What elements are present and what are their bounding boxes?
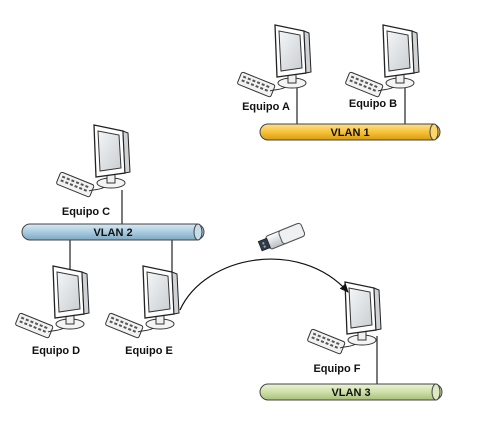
computer-equipo-d: Equipo D [14,265,90,357]
equipo-d-label: Equipo D [32,345,80,357]
equipo-a-label: Equipo A [242,101,290,113]
vlan3-label: VLAN 3 [331,387,370,399]
vlan1-bus: VLAN 1 [259,123,441,141]
vlan3-bus: VLAN 3 [259,383,443,401]
computer-icon [306,281,382,355]
vlan2-label: VLAN 2 [93,227,132,239]
computer-icon [104,265,180,339]
computer-icon [344,24,420,98]
computer-equipo-e: Equipo E [104,265,180,357]
equipo-b-label: Equipo B [349,98,397,110]
computer-icon [55,124,131,198]
computer-equipo-f: Equipo F [306,281,382,375]
transfer-arrow [179,258,349,311]
computer-equipo-b: Equipo B [344,24,420,110]
usb-drive-icon [257,222,306,252]
equipo-e-label: Equipo E [125,345,173,357]
vlan1-label: VLAN 1 [330,127,369,139]
vlan2-bus: VLAN 2 [21,223,205,241]
computer-icon [236,24,312,98]
computer-equipo-a: Equipo A [236,24,312,113]
equipo-c-label: Equipo C [62,206,110,218]
computer-equipo-c: Equipo C [55,124,131,218]
equipo-f-label: Equipo F [313,363,360,375]
computer-icon [14,265,90,339]
